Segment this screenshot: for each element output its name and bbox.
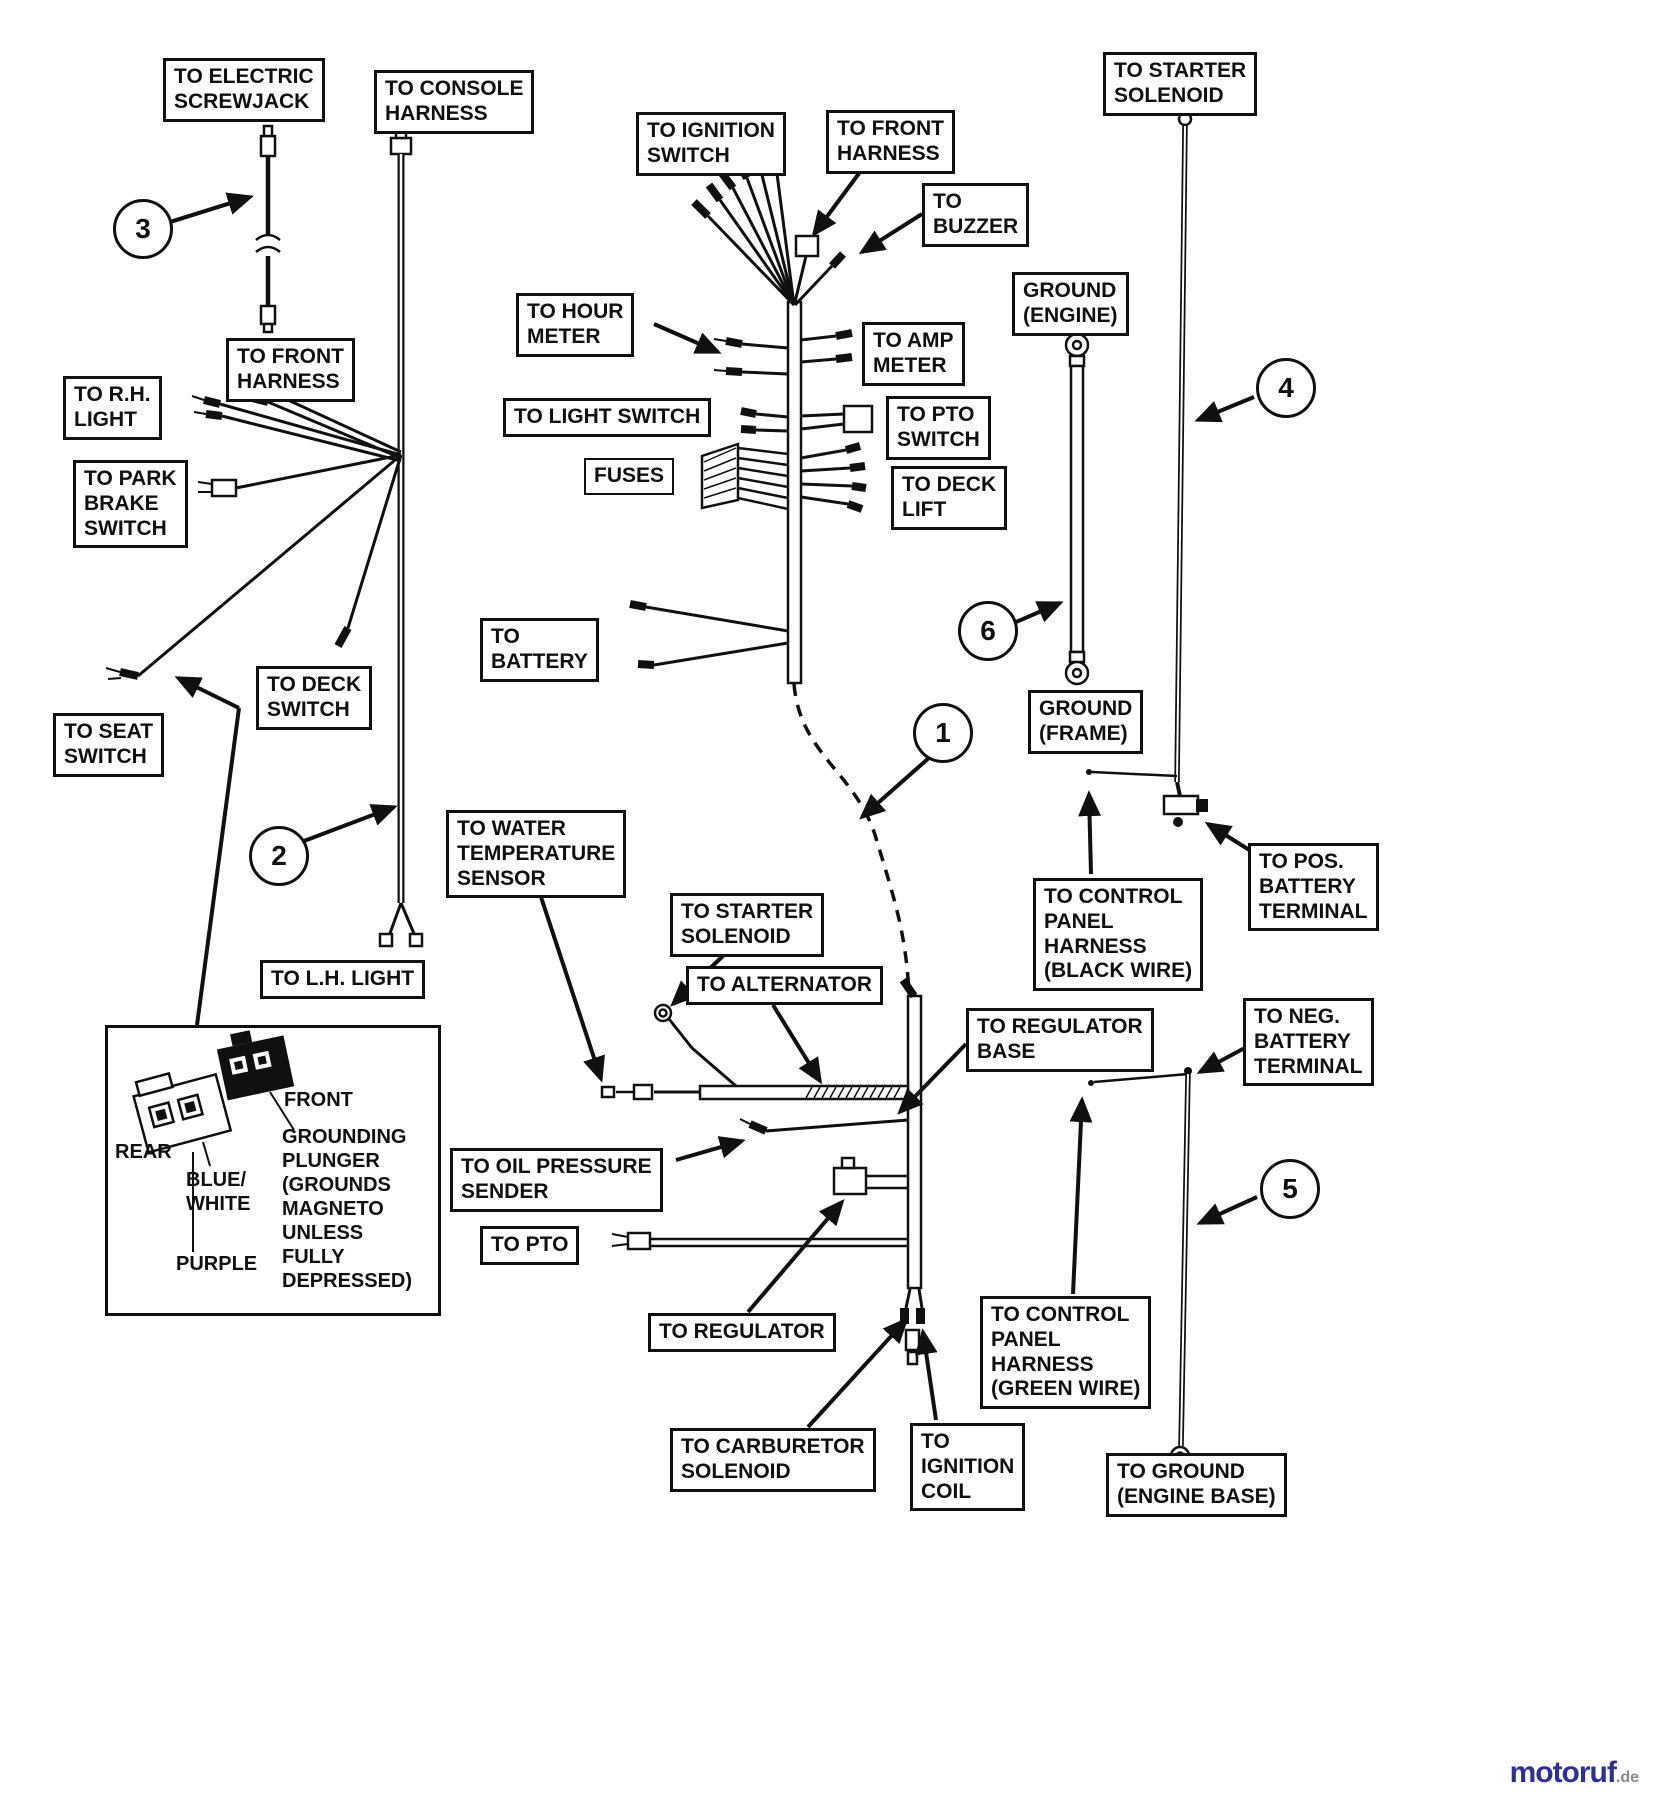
- label-to-pto: TO PTO: [480, 1226, 580, 1265]
- label-to-ground-engine-base: TO GROUND (ENGINE BASE): [1106, 1453, 1287, 1517]
- inset-label-grounding-plunger: GROUNDING PLUNGER (GROUNDS MAGNETO UNLES…: [282, 1126, 413, 1292]
- label-to-neg-battery-terminal: TO NEG. BATTERY TERMINAL: [1243, 998, 1374, 1087]
- label-to-ignition-switch: TO IGNITION SWITCH: [636, 112, 786, 176]
- console-harness-wire: [105, 126, 424, 948]
- inset-connector-art: [132, 676, 295, 1252]
- label-to-carburetor-solenoid: TO CARBURETOR SOLENOID: [670, 1428, 876, 1492]
- label-to-starter-solenoid-top: TO STARTER SOLENOID: [1103, 52, 1258, 116]
- main-harness-wire: [629, 146, 932, 995]
- label-to-amp-meter: TO AMP METER: [862, 322, 965, 386]
- callout-3: 3: [113, 199, 173, 259]
- label-to-regulator: TO REGULATOR: [648, 1313, 836, 1352]
- callout-1: 1: [913, 703, 973, 763]
- label-to-park-brake-switch: TO PARK BRAKE SWITCH: [73, 460, 188, 549]
- label-to-ignition-coil: TO IGNITION COIL: [910, 1423, 1026, 1512]
- inset-label-front: FRONT: [284, 1089, 353, 1111]
- screwjack-wire: [169, 124, 281, 334]
- inset-label-rear: REAR: [115, 1141, 172, 1163]
- label-to-electric-screwjack: TO ELECTRIC SCREWJACK: [163, 58, 325, 122]
- label-to-hour-meter: TO HOUR METER: [516, 293, 635, 357]
- engine-harness-wire: [538, 893, 968, 1429]
- label-to-water-temperature-sensor: TO WATER TEMPERATURE SENSOR: [446, 810, 627, 899]
- label-to-regulator-base: TO REGULATOR BASE: [966, 1008, 1154, 1072]
- label-to-control-panel-harness-black: TO CONTROL PANEL HARNESS (BLACK WIRE): [1033, 878, 1204, 992]
- label-to-battery: TO BATTERY: [480, 618, 599, 682]
- watermark: motoruf.de: [1510, 1756, 1639, 1790]
- watermark-brand: motoruf: [1509, 1756, 1617, 1789]
- label-to-deck-switch: TO DECK SWITCH: [256, 666, 373, 730]
- label-to-control-panel-harness-green: TO CONTROL PANEL HARNESS (GREEN WIRE): [980, 1296, 1152, 1410]
- label-fuses: FUSES: [584, 458, 675, 495]
- label-to-alternator: TO ALTERNATOR: [686, 966, 883, 1005]
- starter-solenoid-cable: [1078, 111, 1264, 875]
- callout-2: 2: [249, 826, 309, 886]
- label-to-buzzer: TO BUZZER: [922, 183, 1030, 247]
- inset-label-purple: PURPLE: [176, 1253, 258, 1275]
- label-to-deck-lift: TO DECK LIFT: [891, 466, 1008, 530]
- label-to-console-harness: TO CONSOLE HARNESS: [374, 70, 535, 134]
- label-ground-engine: GROUND (ENGINE): [1012, 272, 1129, 336]
- label-to-lh-light: TO L.H. LIGHT: [260, 960, 426, 999]
- label-to-pto-switch: TO PTO SWITCH: [886, 396, 991, 460]
- label-to-oil-pressure-sender: TO OIL PRESSURE SENDER: [450, 1148, 663, 1212]
- callout-4: 4: [1256, 358, 1316, 418]
- grounding-plunger-inset: [105, 1025, 441, 1316]
- inset-label-blue-white: BLUE/ WHITE: [186, 1169, 251, 1215]
- label-to-seat-switch: TO SEAT SWITCH: [53, 713, 165, 777]
- callout-6: 6: [958, 601, 1018, 661]
- callout-arrows: [169, 192, 254, 224]
- label-to-starter-solenoid-mid: TO STARTER SOLENOID: [670, 893, 825, 957]
- label-to-front-harness-left: TO FRONT HARNESS: [226, 338, 355, 402]
- label-ground-frame: GROUND (FRAME): [1028, 690, 1144, 754]
- label-to-front-harness-top: TO FRONT HARNESS: [826, 110, 955, 174]
- label-to-rh-light: TO R.H. LIGHT: [63, 376, 162, 440]
- label-to-pos-battery-terminal: TO POS. BATTERY TERMINAL: [1248, 843, 1379, 932]
- label-to-light-switch: TO LIGHT SWITCH: [503, 398, 712, 437]
- callout-5: 5: [1260, 1159, 1320, 1219]
- ground-strap: [1015, 332, 1090, 686]
- watermark-tld: .de: [1615, 1769, 1639, 1786]
